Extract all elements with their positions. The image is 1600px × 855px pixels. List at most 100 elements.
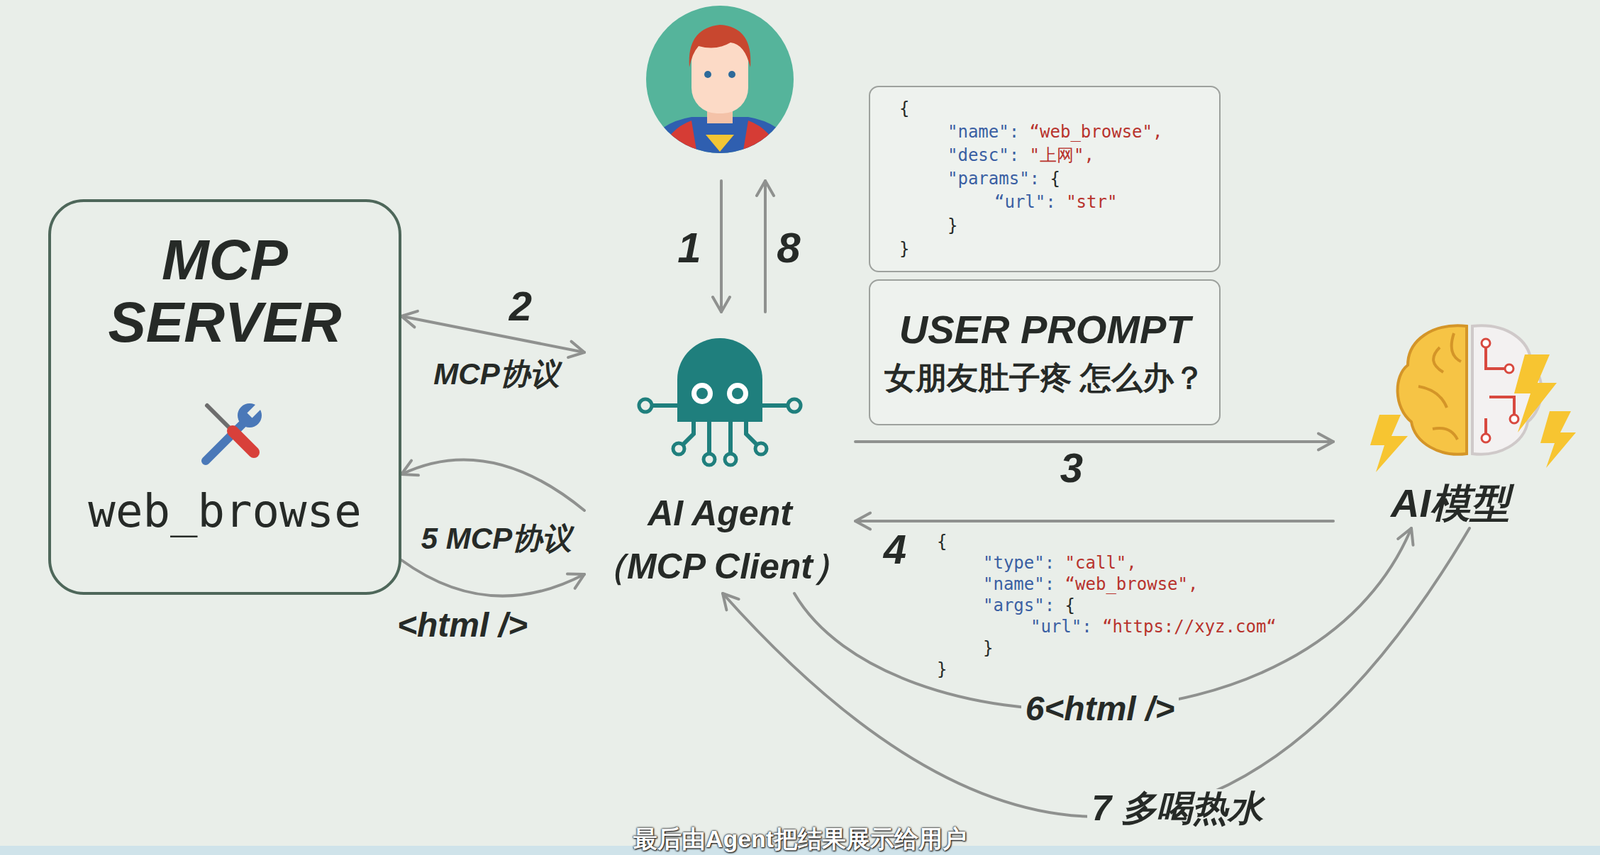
code-key: "name": — [947, 121, 1020, 142]
agent-pupil — [731, 387, 744, 400]
call-code-line: "name": “web_browse", — [982, 574, 1198, 595]
code-line: "desc": "上网", — [947, 143, 1095, 168]
arrowhead — [756, 180, 774, 196]
user-arrows — [712, 180, 774, 313]
label-wrap: 4 — [879, 526, 911, 573]
connector-line — [401, 560, 585, 597]
arrowhead — [712, 297, 730, 313]
code-value: “web_browse", — [1054, 574, 1198, 595]
edge-label: <html /> — [392, 607, 532, 645]
tool-schema-box: { "name": “web_browse","desc": "上网","para… — [868, 85, 1221, 273]
label-wrap: "args": { — [982, 595, 1076, 616]
server-title: MCP SERVER — [82, 229, 367, 354]
response-arrow — [763, 180, 767, 313]
label-wrap: 6<html /> — [1021, 690, 1180, 729]
brain-icon — [1370, 325, 1576, 473]
tool-name: web_browse — [87, 485, 361, 537]
prompt-text: 女朋友肚子疼 怎么办？ — [884, 355, 1205, 401]
lightning-bolt — [1540, 411, 1576, 469]
code-line: { — [899, 97, 910, 121]
edge-label: 6<html /> — [1021, 690, 1180, 729]
tentacle-tip — [639, 399, 652, 413]
tentacle-tip — [703, 453, 715, 466]
protocol-label: MCP协议 — [433, 358, 559, 391]
code-key: "args": — [982, 595, 1055, 616]
label-wrap: } — [982, 638, 993, 659]
avatar-eye — [728, 70, 736, 79]
connector-line — [401, 459, 585, 511]
edge-label: 5 MCP协议 — [417, 522, 576, 556]
connector-line — [855, 440, 1334, 444]
code-value: "str" — [1056, 192, 1118, 213]
subtitle: 最后由Agent把结果展示给用户 — [633, 824, 967, 854]
code-value: “https://xyz.com“ — [1092, 617, 1277, 637]
code-line: } — [947, 214, 958, 238]
avatar-shirt — [641, 117, 798, 164]
avatar-emblem — [705, 134, 735, 152]
brain-folds — [1418, 333, 1461, 440]
agent-eye — [691, 382, 713, 405]
code-key: "type": — [982, 553, 1055, 574]
arrowhead — [1397, 528, 1413, 546]
prompt-title: USER PROMPT — [899, 304, 1191, 356]
code-key: "desc": — [947, 145, 1020, 166]
agent-head — [677, 338, 763, 422]
label-wrap: "type": "call", — [982, 553, 1137, 574]
arrowhead — [1318, 433, 1334, 450]
agent-icon — [639, 338, 801, 466]
tentacle-tip — [755, 443, 767, 455]
connector — [855, 512, 1334, 530]
code-key: "name": — [982, 574, 1055, 595]
call-code-line: "args": { — [982, 595, 1076, 616]
edge-label: 2 — [504, 283, 537, 330]
edge-label: 7 多喝热水 — [1087, 789, 1268, 829]
arrowhead — [722, 593, 740, 610]
arrowhead — [401, 311, 418, 328]
model-node: AI模型 — [1333, 319, 1568, 529]
call-code-line: } — [936, 659, 947, 680]
connector — [401, 459, 585, 511]
avatar-cape — [741, 120, 781, 164]
tentacle-tip — [673, 443, 685, 455]
agent-node: AI Agent（MCP Client） — [584, 333, 856, 594]
agent-label: （MCP Client） — [591, 540, 849, 594]
label-wrap: 最后由Agent把结果展示给用户 — [633, 824, 967, 854]
circuit-node — [1509, 414, 1519, 424]
server-box: MCP SERVER web_browse — [48, 199, 402, 596]
label-wrap: } — [936, 659, 947, 680]
arrowhead — [568, 341, 585, 359]
code-line: "params": { — [947, 167, 1061, 191]
label-wrap: 8 — [776, 224, 800, 272]
step-number: 1 — [677, 224, 701, 272]
connector — [855, 433, 1334, 450]
model-label: AI模型 — [1390, 478, 1510, 529]
label-wrap: "name": “web_browse", — [982, 574, 1198, 595]
code-line: "name": “web_browse", — [947, 120, 1163, 144]
code-value: "call", — [1054, 553, 1137, 574]
tools-icon — [205, 401, 264, 461]
agent-label: AI Agent — [647, 487, 793, 541]
avatar-hair — [689, 24, 752, 68]
step-number: 8 — [776, 224, 800, 272]
code-value: { — [1054, 595, 1076, 616]
label-wrap: 3 — [1056, 445, 1088, 491]
code-line: } — [899, 237, 910, 261]
brain-left — [1397, 325, 1467, 454]
circuit-node — [1481, 434, 1491, 443]
edge-label: 4 — [879, 526, 911, 573]
lightning-bolt — [1370, 414, 1408, 473]
arrowhead — [567, 574, 585, 589]
label-wrap: MCP协议 — [433, 358, 559, 391]
label-wrap: 5 MCP协议 — [417, 522, 576, 556]
code-key: "params": — [947, 168, 1040, 189]
connector — [401, 560, 585, 597]
call-code-line: } — [982, 638, 993, 659]
code-value: “web_browse", — [1019, 121, 1163, 142]
request-arrow — [719, 180, 723, 313]
circuit-node — [1481, 339, 1491, 348]
arrowhead — [401, 460, 419, 476]
call-code-line: "url": “https://xyz.com“ — [1030, 617, 1277, 637]
tentacle-tip — [787, 399, 801, 413]
